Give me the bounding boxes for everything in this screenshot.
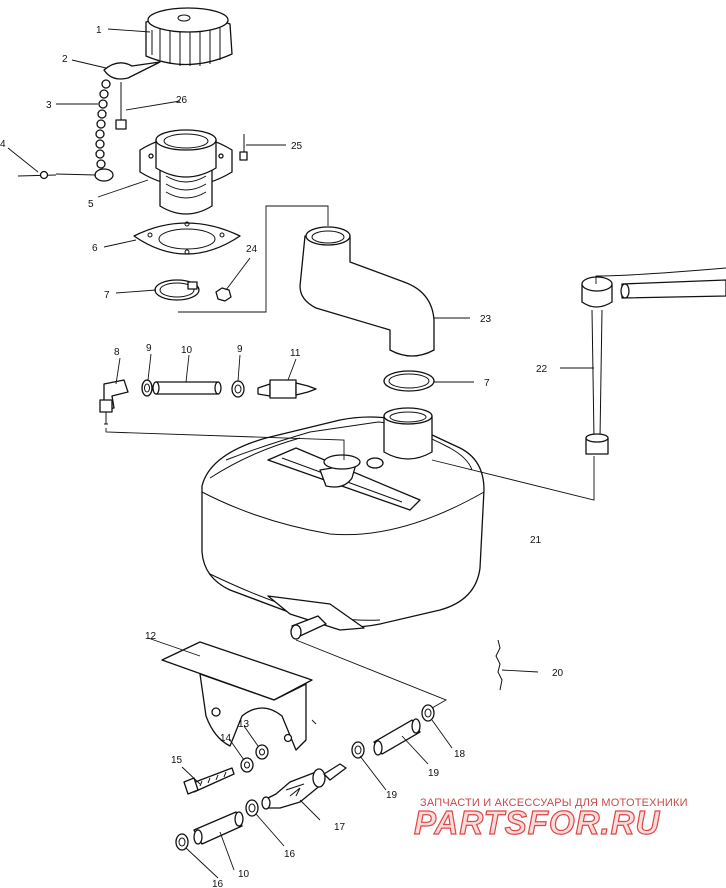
callout-22: 22 — [536, 364, 548, 375]
callout-24: 24 — [246, 244, 258, 255]
push-rivet — [239, 134, 248, 161]
hex-nut — [215, 287, 232, 302]
hose-clamp-upper — [154, 279, 200, 301]
fuel-tank — [201, 407, 485, 631]
callout-20: 20 — [552, 668, 564, 679]
callout-7-lower: 7 — [484, 378, 490, 389]
callout-10-lower: 10 — [238, 869, 250, 880]
alignment-lines — [105, 205, 726, 725]
fuel-line-hose-lower — [193, 811, 244, 845]
callout-26: 26 — [176, 95, 188, 106]
hose-clamp-16a — [245, 799, 259, 817]
callout-7-upper: 7 — [104, 290, 110, 301]
callout-9-right: 9 — [237, 344, 243, 355]
tank-outlet-fitting — [290, 615, 327, 640]
callout-25: 25 — [291, 141, 303, 152]
hose-clamp-18b — [351, 741, 365, 759]
tether-ring — [103, 61, 161, 80]
cotter-pin — [17, 170, 57, 180]
callout-16-left: 16 — [212, 879, 224, 888]
callout-9-left: 9 — [146, 343, 152, 354]
inline-check-valve — [257, 379, 317, 399]
hose-clamp-16b — [175, 833, 189, 851]
fuel-line-hose-upper — [152, 381, 222, 395]
callout-14: 14 — [220, 733, 232, 744]
callout-23: 23 — [480, 314, 492, 325]
washer-13 — [255, 744, 269, 760]
callout-1: 1 — [96, 25, 102, 36]
tether-chain — [94, 79, 114, 182]
hose-clamp-9a — [141, 379, 153, 397]
callout-21: 21 — [530, 535, 542, 546]
callout-2: 2 — [62, 54, 68, 65]
callout-13: 13 — [238, 719, 250, 730]
fuel-gauge-sender — [581, 276, 726, 455]
fuel-filter — [261, 763, 347, 810]
fuel-line-hose-19 — [373, 718, 421, 756]
callout-16-right: 16 — [284, 849, 296, 860]
wire-clip — [495, 639, 503, 691]
washer-14 — [240, 757, 254, 773]
callout-19-left: 19 — [386, 790, 398, 801]
callout-8: 8 — [114, 347, 120, 358]
callout-5: 5 — [88, 199, 94, 210]
fuel-cap — [145, 7, 233, 66]
filler-hose — [299, 226, 435, 357]
callout-18-upper: 18 — [454, 749, 466, 760]
chain-screw — [115, 82, 127, 130]
hose-clamp-lower — [383, 370, 435, 392]
watermark-caption: ЗАПЧАСТИ И АКСЕССУАРЫ ДЛЯ МОТОТЕХНИКИ — [420, 797, 688, 809]
filler-neck — [139, 129, 233, 215]
leader-lines — [7, 28, 594, 879]
callout-12: 12 — [145, 631, 157, 642]
mount-bolt — [183, 767, 235, 795]
watermark: ЗАПЧАСТИ И АКСЕССУАРЫ ДЛЯ МОТОТЕХНИКИ PA… — [413, 797, 688, 842]
watermark-logo: PARTSFOR.RU — [414, 804, 660, 841]
hose-clamp-9b — [231, 380, 245, 398]
callout-11: 11 — [290, 348, 301, 359]
callout-4: 4 — [0, 139, 6, 150]
elbow-fitting — [99, 379, 129, 425]
neck-gasket — [133, 221, 241, 255]
hose-clamp-18a — [421, 704, 435, 722]
callout-numbers: 1 2 3 4 26 25 5 6 24 7 23 8 9 10 9 11 22… — [0, 25, 564, 888]
callout-19-right: 19 — [428, 768, 440, 779]
callout-15: 15 — [171, 755, 183, 766]
tank-mount-bracket — [161, 641, 313, 751]
callout-6: 6 — [92, 243, 98, 254]
callout-17: 17 — [334, 822, 346, 833]
callout-3: 3 — [46, 100, 52, 111]
callout-10-upper: 10 — [181, 345, 193, 356]
